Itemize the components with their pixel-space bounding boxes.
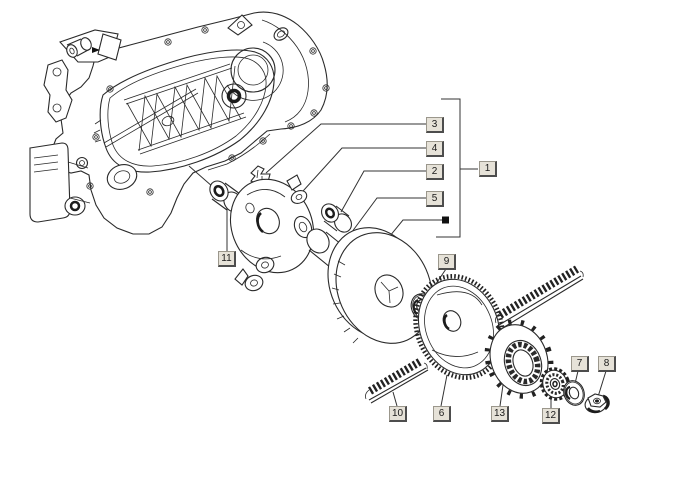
callout-5[interactable]: 5 [426, 191, 444, 207]
part-starter-gear-13 [484, 319, 554, 399]
bracket-group-lines [436, 98, 478, 238]
part-one-way-clutch-12 [539, 367, 571, 401]
callout-1[interactable]: 1 [479, 161, 497, 177]
part-belt-segment-upper [495, 265, 584, 330]
callout-3[interactable]: 3 [426, 117, 444, 133]
callout-13[interactable]: 13 [491, 406, 509, 422]
callout-11[interactable]: 11 [218, 251, 236, 267]
callout-2[interactable]: 2 [426, 164, 444, 180]
callout-7[interactable]: 7 [571, 356, 589, 372]
callout-12[interactable]: 12 [542, 408, 560, 424]
part-nut-8 [584, 393, 610, 414]
exploded-parts [209, 165, 610, 414]
mount-bushing [66, 37, 92, 58]
part-roller-2 [321, 203, 352, 233]
part-toothed-pulley-6 [413, 274, 505, 380]
part-variator-plate-4 [229, 174, 315, 292]
callout-6[interactable]: 6 [433, 406, 451, 422]
callout-10[interactable]: 10 [389, 406, 407, 422]
part-washer-7 [563, 380, 585, 406]
callout-4[interactable]: 4 [426, 141, 444, 157]
callout-8[interactable]: 8 [598, 356, 616, 372]
callout-9[interactable]: 9 [438, 254, 456, 270]
engine-casing-drawing [29, 11, 330, 235]
part-half-pulley [327, 227, 433, 344]
part-belt-segment-10 [365, 357, 429, 404]
mount-arrow-marker [92, 47, 100, 53]
unlabeled-part-marker [442, 216, 449, 224]
